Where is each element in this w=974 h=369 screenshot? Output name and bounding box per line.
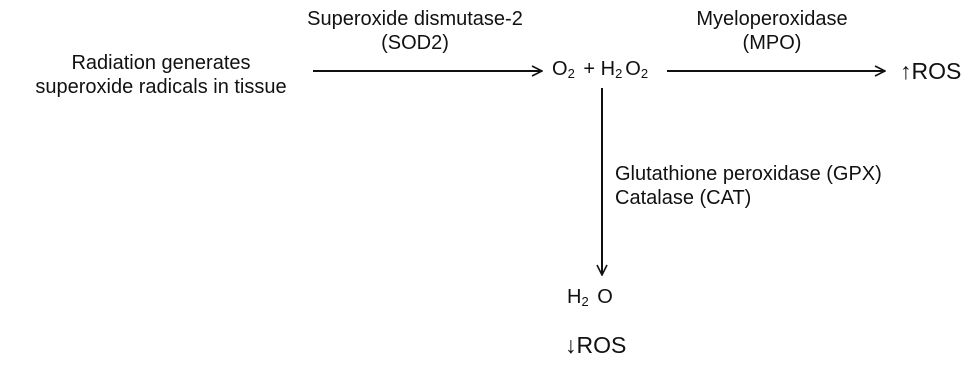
enzyme-sod2-line-1: Superoxide dismutase-2 <box>307 8 523 30</box>
source-line-1: Radiation generates <box>71 52 251 74</box>
ros-up-label: ROS <box>911 58 962 84</box>
enzyme-mpo-line-2: (MPO) <box>742 32 802 54</box>
enzyme-cat-line: Catalase (CAT) <box>615 187 752 209</box>
enzymes-gpx-cat-label: Glutathione peroxidase (GPX) Catalase (C… <box>615 162 882 210</box>
water-formula: H2 O <box>567 286 613 309</box>
enzyme-sod2-line-2: (SOD2) <box>381 32 449 54</box>
enzyme-mpo-label: Myeloperoxidase (MPO) <box>672 7 872 55</box>
down-arrow-icon: ↓ <box>565 332 577 358</box>
enzyme-mpo-line-1: Myeloperoxidase <box>696 8 848 30</box>
ros-increase: ↑ROS <box>900 57 961 85</box>
source-label: Radiation generates superoxide radicals … <box>30 51 292 99</box>
ros-down-label: ROS <box>576 332 627 358</box>
enzyme-sod2-label: Superoxide dismutase-2 (SOD2) <box>295 7 535 55</box>
enzyme-gpx-line: Glutathione peroxidase (GPX) <box>615 163 882 185</box>
ros-decrease: ↓ROS <box>565 331 626 359</box>
source-line-2: superoxide radicals in tissue <box>35 76 287 98</box>
up-arrow-icon: ↑ <box>900 58 912 84</box>
